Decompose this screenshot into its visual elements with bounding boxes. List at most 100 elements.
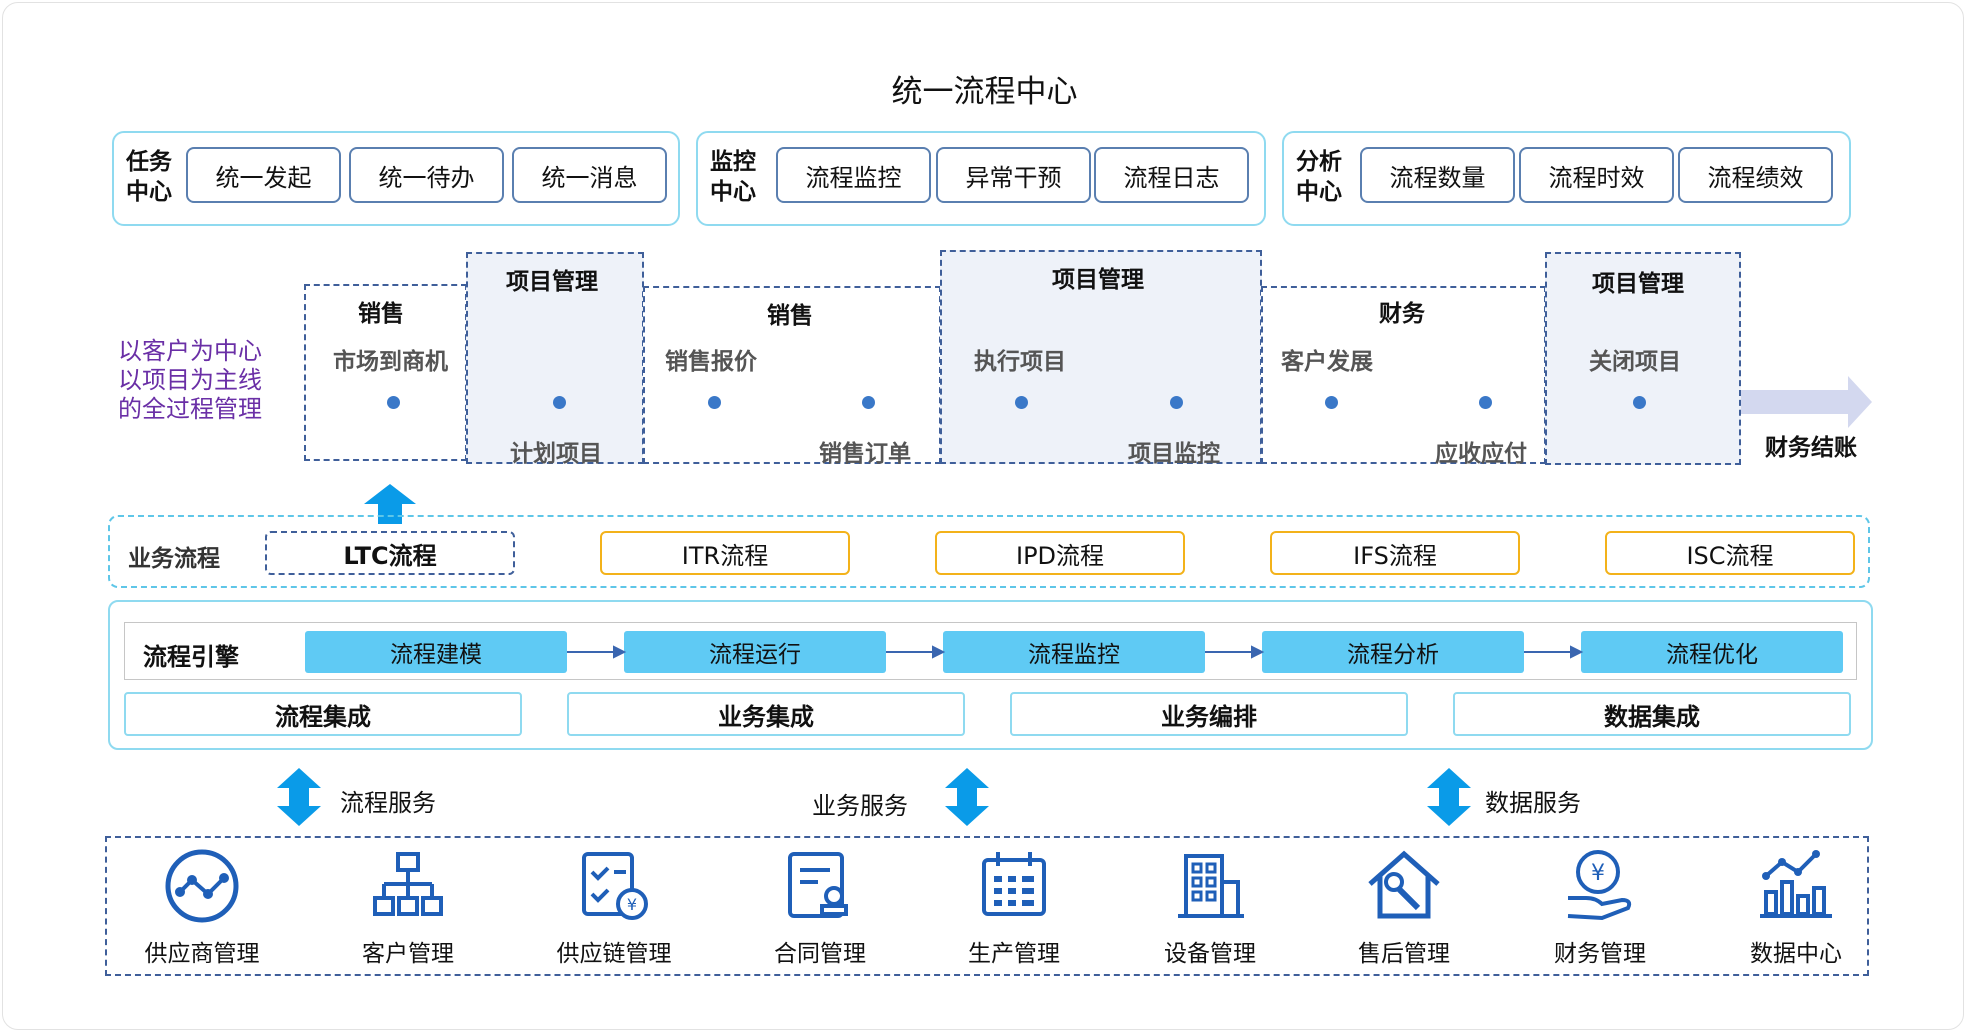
system-label: 生产管理 [968, 941, 1060, 967]
system-supplier[interactable]: 供应商管理 [117, 848, 287, 968]
stage-top-label: 关闭项目 [1589, 349, 1681, 375]
process-performance-button[interactable]: 流程绩效 [1678, 147, 1833, 203]
stage-sales-2: 销售 销售报价 销售订单 [643, 286, 941, 467]
house-wrench-icon [1368, 850, 1440, 919]
double-arrow-icon [1427, 768, 1471, 826]
stage-project-2: 项目管理 执行项目 项目监控 [940, 250, 1262, 467]
stage-finance: 财务 客户发展 应收应付 [1261, 286, 1546, 467]
unified-start-button[interactable]: 统一发起 [186, 147, 341, 203]
contract-stamp-icon [788, 852, 848, 918]
stage-top-label: 销售报价 [665, 349, 757, 375]
system-supply-chain[interactable]: ¥ 供应链管理 [529, 848, 699, 968]
process-engine-label: 流程引擎 [143, 643, 239, 671]
unified-message-button[interactable]: 统一消息 [512, 147, 667, 203]
supplier-network-icon [165, 849, 239, 923]
stage-bottom-label: 销售订单 [819, 441, 911, 467]
business-service-label: 业务服务 [812, 792, 908, 820]
step-monitoring[interactable]: 流程监控 [943, 631, 1205, 673]
stage-bottom-label: 项目监控 [1128, 441, 1220, 467]
step-optimization[interactable]: 流程优化 [1581, 631, 1843, 673]
finance-close-label: 财务结账 [1765, 435, 1857, 461]
step-running[interactable]: 流程运行 [624, 631, 886, 673]
step-modeling[interactable]: 流程建模 [305, 631, 567, 673]
business-integration-button[interactable]: 业务集成 [567, 692, 965, 736]
double-arrow-icon [277, 768, 321, 826]
data-integration-button[interactable]: 数据集成 [1453, 692, 1851, 736]
up-arrow-icon [364, 484, 416, 524]
timeline-dot [1170, 396, 1183, 409]
system-contract[interactable]: 合同管理 [735, 848, 905, 968]
process-integration-button[interactable]: 流程集成 [124, 692, 522, 736]
analysis-center-panel: 分析中心 流程数量 流程时效 流程绩效 [1282, 131, 1851, 226]
business-orchestration-button[interactable]: 业务编排 [1010, 692, 1408, 736]
unified-todo-button[interactable]: 统一待办 [349, 147, 504, 203]
ifs-flow-button[interactable]: IFS流程 [1270, 531, 1520, 575]
timeline-dot [387, 396, 400, 409]
stage-category: 项目管理 [1052, 267, 1144, 293]
stage-top-label: 市场到商机 [333, 349, 448, 375]
system-label: 售后管理 [1358, 941, 1450, 967]
system-customer[interactable]: 客户管理 [323, 848, 493, 968]
monitor-center-label: 监控中心 [710, 149, 756, 205]
timeline-dot [1325, 396, 1338, 409]
timeline-dot [708, 396, 721, 409]
business-flow-label: 业务流程 [128, 546, 220, 572]
step-analysis[interactable]: 流程分析 [1262, 631, 1524, 673]
intro-line-2: 以项目为主线 [118, 366, 262, 394]
timeline-dot [553, 396, 566, 409]
bar-chart-icon [1760, 850, 1832, 918]
system-data-center[interactable]: 数据中心 [1711, 848, 1881, 968]
stage-category: 财务 [1379, 301, 1425, 327]
stage-project-3: 项目管理 关闭项目 [1545, 252, 1741, 465]
ipd-flow-button[interactable]: IPD流程 [935, 531, 1185, 575]
timeline-dot [862, 396, 875, 409]
system-label: 供应商管理 [144, 941, 260, 967]
hand-coin-icon: ¥ [1567, 850, 1632, 921]
isc-flow-button[interactable]: ISC流程 [1605, 531, 1855, 575]
data-service-label: 数据服务 [1485, 789, 1581, 817]
process-timeliness-button[interactable]: 流程时效 [1519, 147, 1674, 203]
stage-top-label: 客户发展 [1281, 349, 1373, 375]
monitor-center-panel: 监控中心 流程监控 异常干预 流程日志 [696, 131, 1266, 226]
task-center-panel: 任务中心 统一发起 统一待办 统一消息 [112, 131, 680, 226]
system-production[interactable]: 生产管理 [929, 848, 1099, 968]
system-label: 供应链管理 [556, 941, 672, 967]
system-finance[interactable]: ¥ 财务管理 [1515, 848, 1685, 968]
systems-row: 供应商管理 客户管理 ¥ 供应链管理 [105, 836, 1869, 976]
business-flow-row: 业务流程 LTC流程 ITR流程 IPD流程 IFS流程 ISC流程 [108, 515, 1870, 588]
checklist-money-icon: ¥ [582, 852, 648, 920]
system-label: 数据中心 [1750, 941, 1842, 967]
stage-category: 销售 [358, 301, 404, 327]
stage-top-label: 执行项目 [974, 349, 1066, 375]
timeline-dot [1633, 396, 1646, 409]
ltc-flow-button[interactable]: LTC流程 [265, 531, 515, 575]
svg-text:¥: ¥ [627, 895, 637, 914]
system-after-sales[interactable]: 售后管理 [1319, 848, 1489, 968]
intro-line-1: 以客户为中心 [118, 337, 262, 365]
org-chart-icon [373, 852, 443, 916]
itr-flow-button[interactable]: ITR流程 [600, 531, 850, 575]
stage-category: 销售 [767, 303, 813, 329]
process-service-label: 流程服务 [340, 789, 436, 817]
stage-project-1: 项目管理 计划项目 [466, 252, 644, 467]
timeline-dot [1479, 396, 1492, 409]
system-equipment[interactable]: 设备管理 [1125, 848, 1295, 968]
stage-bottom-label: 应收应付 [1435, 441, 1527, 467]
stage-category: 项目管理 [506, 269, 598, 295]
system-label: 合同管理 [774, 941, 866, 967]
exception-intervention-button[interactable]: 异常干预 [936, 147, 1091, 203]
intro-text: 以客户为中心 以项目为主线 的全过程管理 [118, 337, 262, 424]
svg-text:¥: ¥ [1591, 861, 1605, 886]
process-log-button[interactable]: 流程日志 [1094, 147, 1249, 203]
process-engine-row: 流程引擎 流程建模 流程运行 流程监控 流程分析 流程优化 [124, 622, 1857, 680]
system-label: 财务管理 [1554, 941, 1646, 967]
process-monitor-button[interactable]: 流程监控 [776, 147, 931, 203]
building-icon [1178, 854, 1244, 918]
page-title: 统一流程中心 [891, 74, 1078, 110]
process-engine-panel: 流程引擎 流程建模 流程运行 流程监控 流程分析 流程优化 流程集成 业务集成 … [108, 600, 1873, 750]
stage-bottom-label: 计划项目 [510, 441, 602, 467]
stage-sales-1: 销售 市场到商机 [304, 284, 467, 461]
process-count-button[interactable]: 流程数量 [1360, 147, 1515, 203]
calendar-grid-icon [982, 852, 1046, 916]
